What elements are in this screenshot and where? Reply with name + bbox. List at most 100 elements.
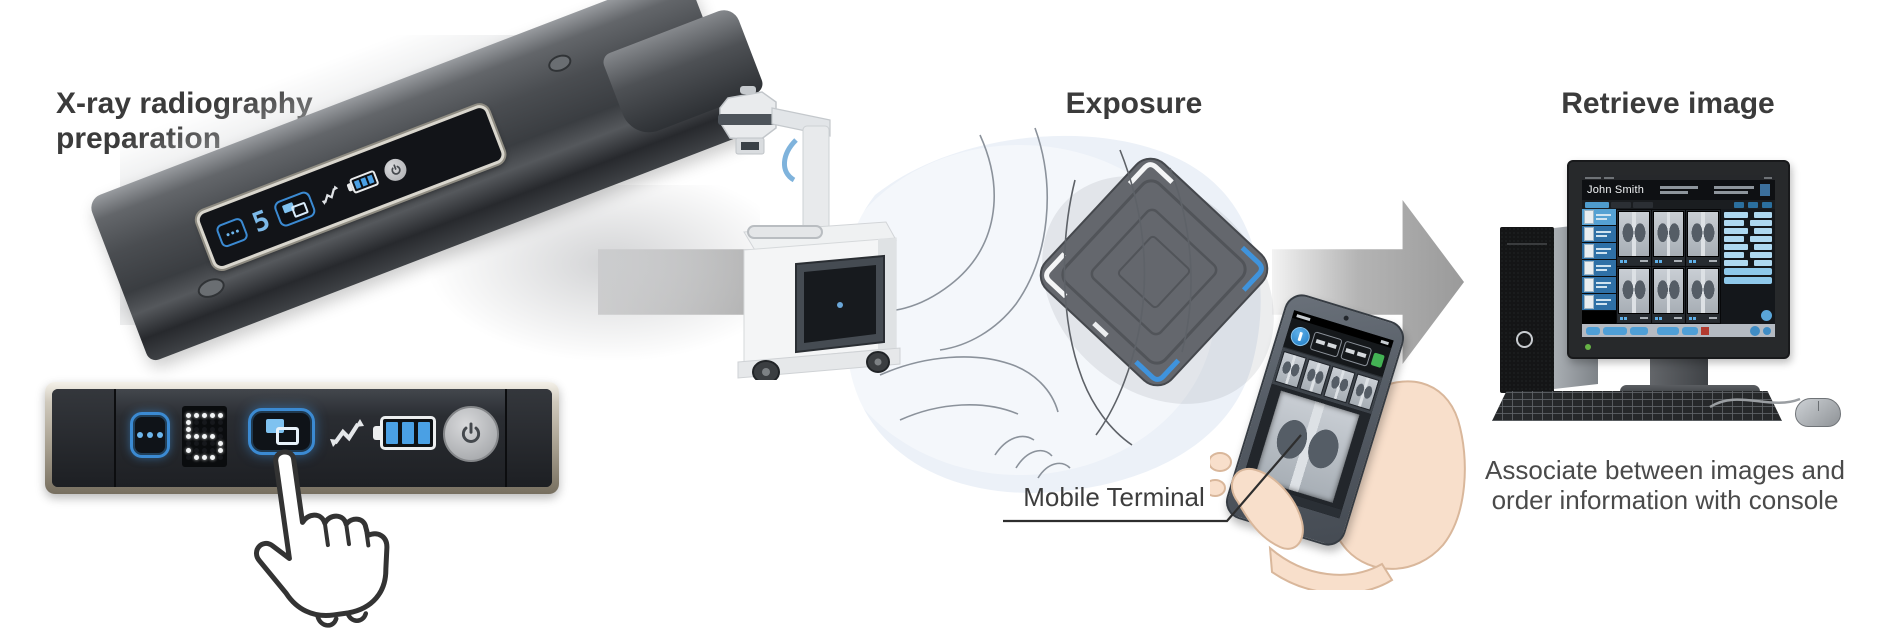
dot-matrix-dot xyxy=(194,441,199,446)
panel-button[interactable] xyxy=(1754,228,1772,234)
console-right-panel xyxy=(1721,209,1775,324)
title-exposure: Exposure xyxy=(1065,87,1203,120)
dot-matrix-digit: 5 xyxy=(247,204,275,239)
panel-button[interactable] xyxy=(1724,260,1748,266)
panel-end-cap xyxy=(505,389,552,487)
patient-thumbnail xyxy=(1584,227,1594,241)
panel-button[interactable] xyxy=(1724,252,1744,258)
button-row xyxy=(1724,244,1772,250)
dot-matrix-dot xyxy=(210,455,215,460)
console-main xyxy=(1582,209,1775,324)
patient-row[interactable] xyxy=(1582,277,1616,294)
toolbar-button[interactable] xyxy=(1630,326,1648,335)
panel-button[interactable] xyxy=(1754,260,1772,266)
dot-matrix-row xyxy=(186,441,223,446)
chest-xray-image xyxy=(1653,269,1684,313)
panel-button[interactable] xyxy=(1724,244,1748,250)
patient-row[interactable] xyxy=(1582,260,1616,277)
xray-cell[interactable] xyxy=(1686,210,1720,266)
image-transfer-button[interactable] xyxy=(272,189,318,228)
xray-cell[interactable] xyxy=(1651,210,1686,266)
xray-cell[interactable] xyxy=(1651,267,1686,323)
battery-bar xyxy=(418,422,430,444)
round-button[interactable] xyxy=(1763,326,1771,335)
battery-status-icon xyxy=(1370,351,1386,368)
dot-matrix-dot xyxy=(202,441,207,446)
dot-matrix-row xyxy=(186,427,223,432)
console-screen: John Smith xyxy=(1582,175,1775,337)
toolbar-button[interactable] xyxy=(1748,201,1758,208)
dot-matrix-dot xyxy=(210,413,215,418)
toolbar-button[interactable] xyxy=(1657,326,1679,335)
dot-matrix-dot xyxy=(218,420,223,425)
power-button[interactable] xyxy=(443,406,499,462)
toolbar-button[interactable] xyxy=(1734,201,1744,208)
panel-button[interactable] xyxy=(1750,236,1772,242)
tab[interactable] xyxy=(1611,201,1631,208)
battery-bars xyxy=(380,416,436,450)
dot-matrix-dot xyxy=(186,420,191,425)
xray-cell[interactable] xyxy=(1686,267,1720,323)
image-grid xyxy=(1616,209,1721,324)
button-row xyxy=(1724,236,1772,242)
patient-row[interactable] xyxy=(1582,226,1616,243)
exposure-setting-field[interactable] xyxy=(1339,339,1373,367)
toolbar-button[interactable] xyxy=(1682,326,1698,335)
dot-matrix-dot xyxy=(218,448,223,453)
cell-toolbar xyxy=(1618,314,1650,322)
dot-matrix-display xyxy=(182,406,227,467)
panel-button[interactable] xyxy=(1750,220,1772,226)
panel-button-wide[interactable] xyxy=(1724,268,1772,275)
console-window-bar xyxy=(1582,175,1775,180)
console-header: John Smith xyxy=(1582,180,1775,200)
screw-hole xyxy=(545,51,574,76)
patient-row[interactable] xyxy=(1582,294,1616,311)
toolbar-button[interactable] xyxy=(1762,201,1772,208)
round-button[interactable] xyxy=(1750,325,1760,336)
retrieve-caption: Associate between images and order infor… xyxy=(1458,455,1872,515)
xray-cell[interactable] xyxy=(1617,210,1651,266)
header-icon[interactable] xyxy=(1760,184,1770,196)
toolbar-button[interactable] xyxy=(1603,326,1627,335)
dot-matrix-dot xyxy=(202,448,207,453)
button-row xyxy=(1724,260,1772,266)
dot-matrix-dot xyxy=(186,448,191,453)
patient-text xyxy=(1596,214,1611,220)
patient-info-icon[interactable] xyxy=(1288,324,1313,348)
panel-button[interactable] xyxy=(1724,220,1744,226)
patient-row[interactable] xyxy=(1582,243,1616,260)
menu-dots-button[interactable] xyxy=(130,412,170,458)
detector-control-strip-photo: 5 xyxy=(193,102,508,272)
patient-row[interactable] xyxy=(1582,209,1616,226)
button-row xyxy=(1724,228,1772,234)
cell-toolbar xyxy=(1652,314,1685,322)
panel-button-wide[interactable] xyxy=(1724,277,1772,284)
dot-matrix-dot xyxy=(218,441,223,446)
panel-button[interactable] xyxy=(1724,236,1744,242)
dot-matrix-row xyxy=(186,434,223,439)
xray-cell[interactable] xyxy=(1617,267,1651,323)
holding-hand-thumb xyxy=(1210,452,1394,590)
alert-button[interactable] xyxy=(1701,326,1709,335)
panel-button[interactable] xyxy=(1754,244,1772,250)
menu-dots-button[interactable] xyxy=(214,216,250,249)
chest-xray-image xyxy=(1619,269,1649,313)
dot-matrix-row xyxy=(186,448,223,453)
panel-button[interactable] xyxy=(1724,228,1748,234)
chest-xray-image xyxy=(1619,212,1649,256)
tab[interactable] xyxy=(1633,201,1653,208)
panel-button[interactable] xyxy=(1724,212,1748,218)
order-info-text xyxy=(1714,186,1754,194)
panel-button[interactable] xyxy=(1754,212,1772,218)
dot-matrix-dot xyxy=(194,434,199,439)
panel-round-button[interactable] xyxy=(1761,310,1772,321)
console-workstation: John Smith xyxy=(1470,135,1880,465)
dot-matrix-row xyxy=(186,420,223,425)
battery-bar xyxy=(367,174,375,184)
chest-xray-image xyxy=(1688,212,1718,256)
exposure-setting-field[interactable] xyxy=(1309,330,1343,358)
toolbar-button[interactable] xyxy=(1586,326,1600,335)
tab-active[interactable] xyxy=(1585,201,1609,208)
panel-button[interactable] xyxy=(1750,252,1772,258)
power-button[interactable] xyxy=(381,155,410,185)
